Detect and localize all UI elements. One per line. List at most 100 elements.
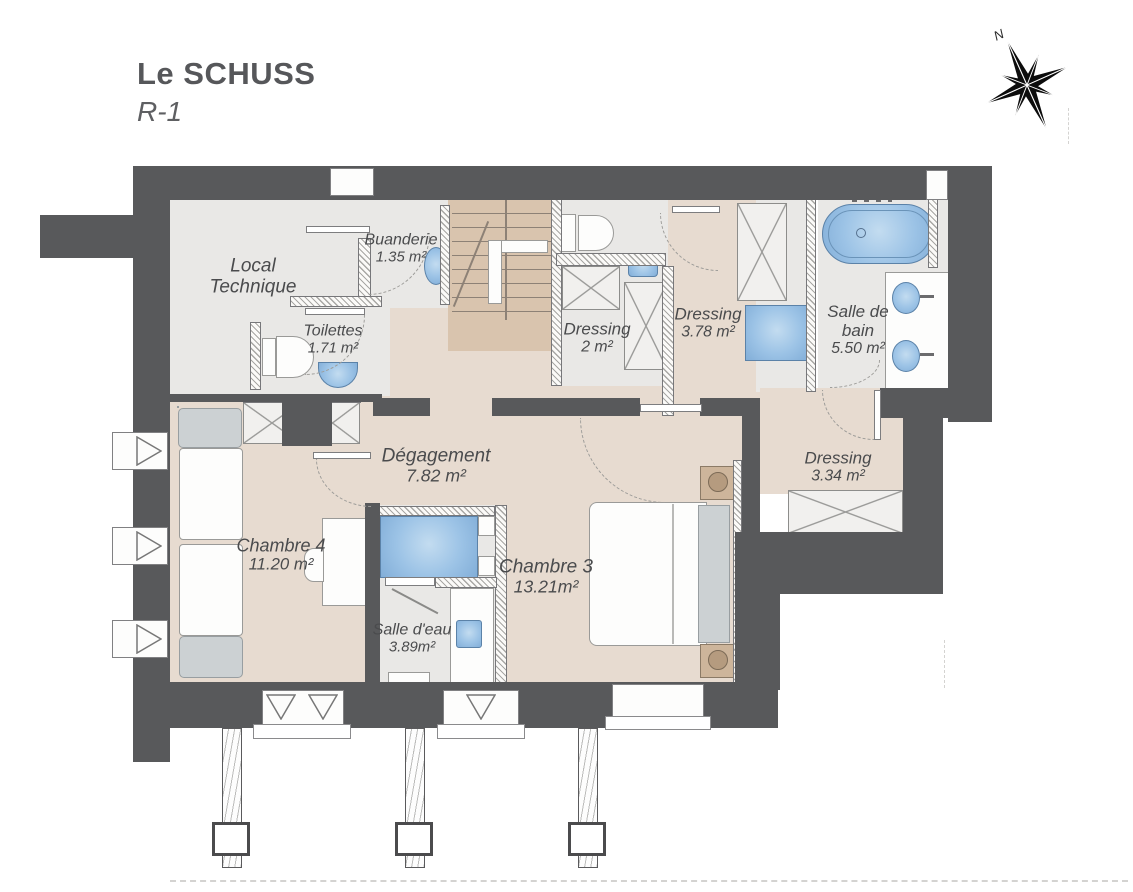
nightstand-top-lamp	[708, 472, 728, 492]
wall-chambre3-right	[742, 416, 760, 536]
nightstand-bottom-lamp	[708, 650, 728, 670]
window-bottom-3	[612, 684, 704, 718]
shower-niche-a	[478, 516, 495, 536]
room-area: 11.20 m²	[248, 554, 314, 574]
room-name: Local Technique	[209, 255, 297, 298]
door-leaf	[306, 226, 370, 233]
label-salle-de-bain: Salle de bain 5.50 m²	[819, 302, 897, 358]
wardrobe-dressing378	[737, 203, 787, 301]
property-line-top-right	[1068, 108, 1069, 144]
room-area: 1.35 m²	[375, 249, 427, 266]
label-buanderie: Buanderie 1.35 m²	[365, 232, 438, 267]
wardrobe-dressing2-b	[624, 282, 668, 370]
basin-top-faucet-icon	[920, 295, 934, 298]
double-bed-fold	[672, 504, 674, 644]
pillar-square	[395, 822, 433, 856]
shower-niche-b	[478, 556, 495, 576]
shutter-icon	[266, 694, 296, 720]
dresser	[177, 406, 179, 408]
wc-toilet	[578, 215, 614, 251]
wall-degagement-c	[700, 398, 760, 416]
shutter-icon	[308, 694, 338, 720]
wall-salle-deau-left	[365, 503, 380, 690]
room-name: Buanderie	[364, 231, 438, 249]
room-name: Chambre 4	[236, 535, 326, 556]
wall-right-bath	[948, 166, 992, 422]
window-sill-3	[605, 716, 711, 730]
label-dressing-378: Dressing 3.78 m²	[674, 305, 741, 342]
label-dressing-2: Dressing 2 m²	[563, 320, 630, 357]
door-leaf	[672, 206, 720, 213]
stairs-divider	[505, 200, 507, 320]
double-bed-pillows	[698, 505, 730, 643]
room-name: Toilettes	[303, 322, 363, 340]
wc-cistern	[560, 214, 576, 252]
room-area: 3.89m²	[388, 639, 436, 656]
hatch-wall	[556, 253, 666, 266]
door-leaf	[640, 404, 702, 412]
bed4b-mattress	[179, 544, 243, 636]
bed4a-mattress	[179, 448, 243, 540]
wardrobe-dressing334	[788, 490, 903, 534]
toilettes-cistern	[262, 338, 276, 376]
label-dressing-334: Dressing 3.34 m²	[804, 449, 871, 486]
shutter-icon	[136, 624, 162, 654]
room-area: 13.21m²	[513, 576, 579, 597]
wall-degagement-a	[373, 398, 430, 416]
shutter-icon	[466, 694, 496, 720]
stairs-steps	[452, 200, 556, 312]
room-name: Salle de bain	[827, 302, 889, 341]
hatch-wall	[290, 296, 382, 307]
window-sill-1	[253, 724, 351, 739]
room-area: 7.82 m²	[406, 465, 466, 486]
wardrobe-dressing2-a	[562, 266, 620, 310]
room-area: 2 m²	[581, 338, 613, 356]
page-title: Le SCHUSS	[137, 56, 316, 91]
room-name: Dressing	[563, 319, 631, 339]
property-line-right	[944, 640, 945, 688]
label-chambre-4: Chambre 4 11.20 m²	[236, 536, 325, 575]
label-local-technique: Local Technique	[193, 256, 313, 299]
room-area: 1.71 m²	[307, 340, 359, 357]
wall-degagement-b	[492, 398, 640, 416]
pillar-square	[568, 822, 606, 856]
room-area: 3.34 m²	[811, 467, 865, 485]
shower-bain	[745, 305, 809, 361]
shutter-icon	[136, 436, 162, 466]
plan-title-block: Le SCHUSS R-1	[137, 56, 315, 128]
pillar-square	[212, 822, 250, 856]
hatch-wall	[250, 322, 261, 390]
label-toilettes: Toilettes 1.71 m²	[304, 323, 363, 358]
double-bed	[589, 502, 707, 646]
door-leaf	[313, 452, 371, 459]
desk	[322, 518, 368, 606]
hatch-wall	[435, 577, 497, 588]
compass-north-label: N	[991, 26, 1006, 44]
wall-bottom-right-column	[735, 594, 780, 690]
wall-bath-bottom	[880, 388, 992, 418]
hatch-wall	[806, 196, 816, 392]
room-name: Chambre 3	[499, 556, 593, 578]
room-name: Salle d'eau	[372, 621, 452, 639]
door-leaf	[385, 577, 435, 586]
label-salle-deau: Salle d'eau 3.89m²	[373, 622, 452, 657]
hatch-wall	[662, 266, 674, 416]
label-degagement: Dégagement 7.82 m²	[382, 445, 491, 486]
stairs-railing-vertical	[488, 240, 502, 304]
bed4a-headboard	[178, 408, 242, 448]
shower-salle-deau	[380, 516, 478, 578]
bathtub-inner	[828, 210, 930, 258]
door-leaf	[874, 390, 881, 440]
basin-bottom-faucet-icon	[920, 353, 934, 356]
window-sill-2	[437, 724, 525, 739]
door-leaf	[305, 308, 365, 315]
sink-salle-deau	[456, 620, 482, 648]
wall-top	[133, 166, 982, 200]
wall-degagement-corner	[282, 398, 332, 446]
property-line-bottom	[170, 880, 1128, 882]
basin-bottom	[892, 340, 920, 372]
room-name: Dégagement	[381, 445, 491, 467]
floor-label: R-1	[137, 96, 183, 127]
window-top	[330, 168, 374, 196]
